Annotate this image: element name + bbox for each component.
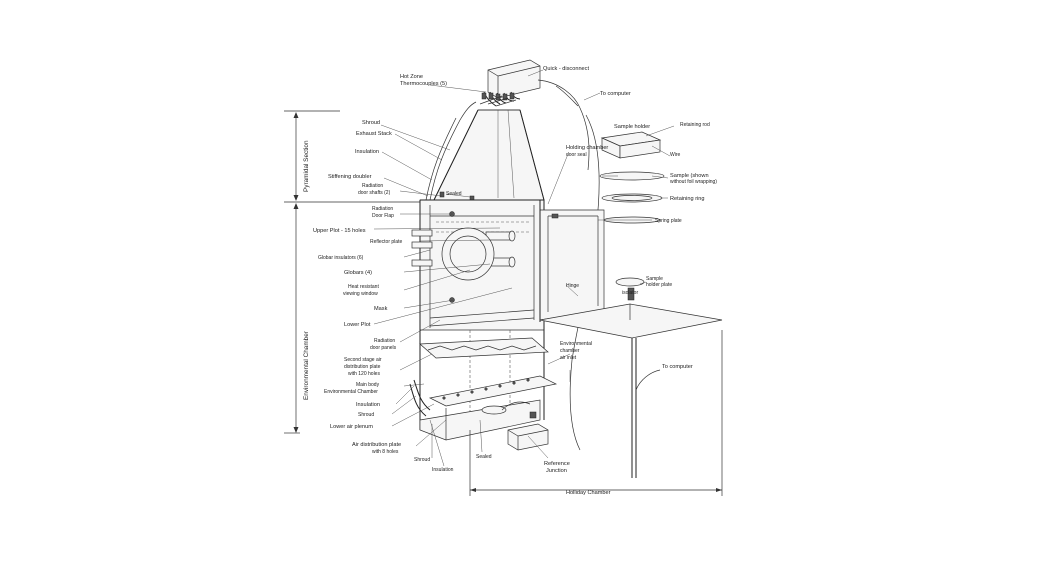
label-globars: Globars (4): [344, 270, 372, 276]
label-insulation-top: Insulation: [355, 149, 379, 155]
label-wire: Wire: [670, 152, 680, 158]
label-heat-resistant-2: viewing window: [343, 291, 378, 297]
sample-assembly: [599, 125, 675, 224]
label-air-dist-plate-2: with 8 holes: [372, 449, 399, 455]
part-labels: Hot Zone Thermocouples (5) Quick - disco…: [313, 66, 717, 496]
label-to-computer-top: To computer: [600, 91, 631, 97]
label-main-body-1: Main body: [356, 382, 380, 388]
label-heat-resistant-1: Heat resistant: [348, 284, 379, 290]
label-second-stage-1: Second stage air: [344, 357, 382, 363]
label-insulation-bottom: Insulation: [432, 467, 454, 473]
pyramidal-section-label: Pyramidal Section: [303, 140, 310, 192]
thermocouple-box: [481, 59, 541, 107]
label-sample-holder-plate-2: holder plate: [646, 282, 672, 288]
label-radiation-door-shafts-1: Radiation: [362, 183, 383, 189]
label-env-air-inlet-3: air inlet: [560, 355, 577, 361]
label-sample-holder-plate-1: Sample: [646, 276, 663, 282]
leader-lines: [373, 69, 669, 467]
label-holding-chamber-1: Holding chamber: [566, 145, 608, 151]
label-spring-plate: Spring plate: [655, 218, 682, 224]
label-second-stage-3: with 120 holes: [348, 371, 380, 377]
pyramidal-section: [425, 95, 545, 202]
label-radiation-door-panels-2: door panels: [370, 345, 397, 351]
label-isolator: isolator: [622, 290, 638, 296]
holding-chamber: [539, 200, 605, 322]
label-main-body-2: Environmental Chamber: [324, 389, 378, 395]
label-sealed-bottom: Sealed: [476, 454, 492, 460]
label-to-computer-right: To computer: [662, 364, 693, 370]
label-stiffening-doubler: Stiffening doubler: [328, 174, 372, 180]
reference-junction-box: [501, 401, 549, 451]
label-radiation-door-panels-1: Radiation: [374, 338, 395, 344]
label-reference-junction-2: Junction: [546, 468, 567, 474]
label-reflector-plate: Reflector plate: [370, 239, 402, 245]
holliday-table: [539, 277, 723, 478]
label-sample-2: without foil wrapping): [670, 179, 717, 185]
label-env-air-inlet-1: Environmental: [560, 341, 592, 347]
label-air-dist-plate-1: Air distribution plate: [352, 442, 401, 448]
label-env-air-inlet-2: chamber: [560, 348, 580, 354]
label-hot-zone: Hot Zone: [400, 74, 423, 80]
label-exhaust-stack: Exhaust Stack: [356, 131, 392, 137]
label-insulation-mid: Insulation: [356, 402, 380, 408]
label-sample-1: Sample (shown: [670, 173, 709, 179]
label-quick-disconnect: Quick - disconnect: [543, 66, 589, 72]
label-shroud-mid: Shroud: [358, 412, 374, 418]
label-globar-insulators: Globar insulators (6): [318, 255, 364, 261]
label-reference-junction-1: Reference: [544, 461, 570, 467]
label-radiation-door-flap-1: Radiation: [372, 206, 393, 212]
label-sample-holder: Sample holder: [614, 124, 650, 130]
label-upper-plot: Upper Plot - 15 holes: [313, 228, 366, 234]
label-mask: Mask: [374, 306, 388, 312]
holliday-dimension-line: [469, 330, 723, 496]
label-sealed-top: Sealed: [446, 191, 462, 197]
label-shroud-bottom: Shroud: [414, 457, 430, 463]
label-holding-chamber-2: door seal: [566, 152, 587, 158]
label-holliday-chamber: Holliday Chamber: [566, 490, 611, 496]
environmental-chamber: [409, 199, 558, 441]
label-radiation-door-flap-2: Door Flap: [372, 213, 394, 219]
label-thermocouples: Thermocouples (5): [400, 81, 447, 87]
cable-to-computer-right: [635, 369, 661, 391]
label-lower-air-plenum: Lower air plenum: [330, 424, 373, 430]
cable-to-computer-top: [537, 79, 590, 171]
label-retaining-rod: Retaining rod: [680, 122, 710, 128]
label-lower-plot: Lower Plot: [344, 322, 371, 328]
label-radiation-door-shafts-2: door shafts (2): [358, 190, 391, 196]
label-shroud-top: Shroud: [362, 120, 380, 126]
label-second-stage-2: distribution plate: [344, 364, 381, 370]
label-retaining-ring: Retaining ring: [670, 196, 705, 202]
environmental-chamber-section-label: Environmental Chamber: [303, 330, 310, 400]
label-hinge: Hinge: [566, 283, 579, 289]
